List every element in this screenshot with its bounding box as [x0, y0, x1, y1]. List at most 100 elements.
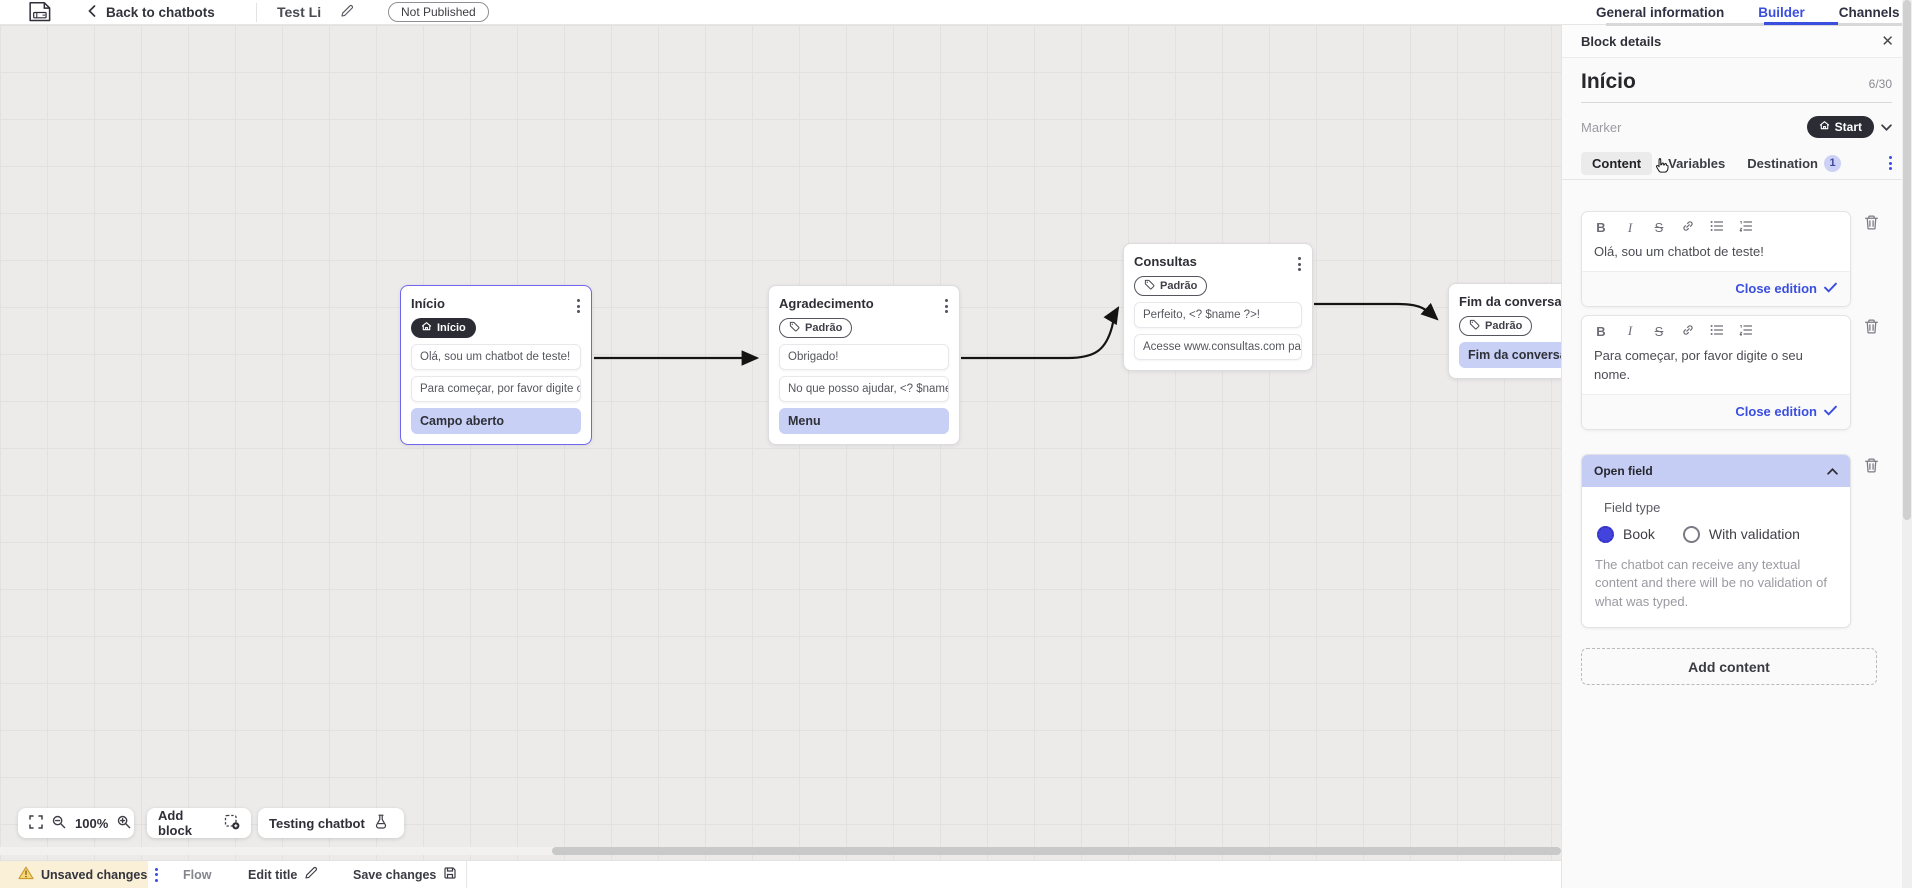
node-menu-icon[interactable] — [1298, 257, 1301, 271]
add-block-label: Add block — [158, 808, 192, 838]
zoom-out-icon[interactable] — [52, 815, 66, 832]
save-changes-button[interactable]: Save changes — [353, 861, 457, 888]
strikethrough-icon[interactable]: S — [1654, 220, 1664, 235]
scrollbar-thumb[interactable] — [552, 847, 1561, 855]
bullet-list-icon[interactable] — [1710, 220, 1724, 235]
flask-icon — [374, 814, 388, 832]
radio-selected-icon[interactable] — [1597, 525, 1614, 543]
flow-canvas[interactable]: Início Início Olá, sou um chatbot de tes… — [0, 25, 1561, 860]
tab-general-information[interactable]: General information — [1596, 5, 1725, 20]
add-content-button[interactable]: Add content — [1581, 648, 1877, 686]
link-icon[interactable] — [1681, 323, 1695, 340]
editor-text[interactable]: Para começar, por favor digite o seu nom… — [1582, 343, 1850, 395]
canvas-horizontal-scrollbar[interactable] — [0, 847, 1561, 855]
italic-icon[interactable]: I — [1627, 323, 1633, 338]
field-type-options: Book With validation — [1597, 525, 1837, 543]
trash-icon[interactable] — [1863, 214, 1880, 236]
scrollbar-thumb[interactable] — [1903, 0, 1911, 520]
flow-node-agradecimento[interactable]: Agradecimento Padrão Obrigado! No que po… — [768, 285, 960, 445]
statusbar-menu-icon[interactable] — [155, 861, 158, 888]
window-vertical-scrollbar[interactable] — [1902, 0, 1912, 888]
open-field-header[interactable]: Open field — [1582, 454, 1850, 487]
node-menu-icon[interactable] — [945, 299, 948, 313]
block-name-input[interactable] — [1581, 70, 1801, 94]
radio-option-book[interactable]: Book — [1597, 525, 1655, 543]
editor-footer: Close edition — [1582, 271, 1850, 306]
tab-destination[interactable]: Destination 1 — [1741, 151, 1847, 176]
tab-content[interactable]: Content — [1581, 151, 1653, 175]
flow-node-inicio[interactable]: Início Início Olá, sou um chatbot de tes… — [400, 285, 592, 445]
flow-connectors — [594, 302, 1439, 366]
italic-icon[interactable]: I — [1627, 219, 1633, 235]
trash-icon[interactable] — [1863, 318, 1880, 340]
bold-icon[interactable]: B — [1596, 323, 1606, 339]
add-block-button[interactable]: Add block — [147, 808, 251, 838]
badge-label: Início — [437, 322, 466, 334]
node-title: Consultas — [1134, 254, 1197, 269]
editor-text[interactable]: Olá, sou um chatbot de teste! — [1582, 239, 1850, 272]
fullscreen-icon[interactable] — [29, 814, 43, 832]
block-details-panel: Block details ✕ 6/30 Marker Start Con — [1561, 25, 1912, 888]
content-editor-row: B I S Olá, sou um chatbot de teste! Clos… — [1581, 211, 1892, 307]
home-icon — [421, 321, 432, 335]
testing-chatbot-button[interactable]: Testing chatbot — [258, 808, 404, 838]
back-to-chatbots-button[interactable]: Back to chatbots — [88, 0, 215, 25]
chevron-down-icon[interactable] — [1881, 118, 1892, 136]
save-changes-label: Save changes — [353, 867, 437, 882]
header-divider — [256, 3, 257, 22]
node-content-item-selected[interactable]: Fim da conversa — [1459, 342, 1561, 368]
bold-icon[interactable]: B — [1596, 220, 1606, 235]
radio-unselected-icon[interactable] — [1682, 525, 1700, 543]
badge-label: Padrão — [805, 322, 843, 334]
destination-count-badge: 1 — [1824, 154, 1842, 172]
tab-builder[interactable]: Builder — [1758, 5, 1805, 20]
link-icon[interactable] — [1681, 219, 1695, 236]
flow-label[interactable]: Flow — [183, 867, 212, 882]
tab-variables[interactable]: Variables — [1668, 155, 1726, 171]
statusbar-divider — [466, 861, 467, 888]
numbered-list-icon[interactable] — [1739, 324, 1753, 339]
node-content-item[interactable]: No que posso ajudar, <? $name ... — [779, 376, 949, 402]
edge-agradecimento-consultas — [961, 306, 1120, 360]
bullet-list-icon[interactable] — [1710, 324, 1724, 339]
save-icon — [443, 866, 457, 883]
node-content-item[interactable]: Perfeito, <? $name ?>! — [1134, 302, 1302, 328]
edit-title-label: Edit title — [248, 867, 298, 882]
flow-node-fim-da-conversa[interactable]: Fim da conversa Padrão Fim da conversa — [1448, 283, 1561, 379]
node-menu-icon[interactable] — [577, 299, 580, 313]
tab-channels[interactable]: Channels — [1838, 5, 1900, 20]
edit-title-button[interactable]: Edit title — [248, 861, 318, 888]
radio-option-with-validation[interactable]: With validation — [1682, 525, 1800, 543]
close-edition-button[interactable]: Close edition — [1735, 404, 1817, 419]
marker-start-pill[interactable]: Start — [1806, 116, 1874, 138]
text-editor[interactable]: B I S Para começar, por favor digite o s… — [1581, 314, 1851, 430]
close-edition-button[interactable]: Close edition — [1735, 281, 1817, 296]
strikethrough-icon[interactable]: S — [1654, 323, 1664, 339]
panel-tabs-menu-icon[interactable] — [1889, 156, 1892, 170]
default-marker-badge: Padrão — [1134, 276, 1208, 296]
back-label: Back to chatbots — [106, 5, 215, 20]
open-field-description: The chatbot can receive any textual cont… — [1595, 556, 1827, 610]
numbered-list-icon[interactable] — [1739, 220, 1753, 235]
field-type-label: Field type — [1604, 499, 1661, 515]
node-content-item-selected[interactable]: Campo aberto — [411, 408, 581, 434]
edit-title-pencil-icon[interactable] — [340, 4, 354, 23]
tab-destination-label: Destination — [1747, 155, 1819, 171]
node-content-item[interactable]: Acesse www.consultas.com par... — [1134, 334, 1302, 360]
trash-icon[interactable] — [1863, 457, 1880, 479]
flow-node-consultas[interactable]: Consultas Padrão Perfeito, <? $name ?>! … — [1123, 243, 1313, 371]
node-content-item[interactable]: Olá, sou um chatbot de teste! — [411, 344, 581, 370]
node-content-item[interactable]: Para começar, por favor digite o ... — [411, 376, 581, 402]
text-editor[interactable]: B I S Olá, sou um chatbot de teste! Clos… — [1581, 211, 1851, 307]
editor-footer: Close edition — [1582, 394, 1850, 429]
editor-toolbar: B I S — [1582, 316, 1850, 343]
pencil-icon — [304, 866, 318, 883]
node-content-item-selected[interactable]: Menu — [779, 408, 949, 434]
panel-header: Block details ✕ — [1562, 25, 1912, 58]
node-content-item[interactable]: Obrigado! — [779, 344, 949, 370]
close-icon[interactable]: ✕ — [1881, 32, 1894, 50]
chevron-up-icon[interactable] — [1827, 462, 1838, 480]
zoom-in-icon[interactable] — [117, 815, 131, 832]
open-field-row: Open field Field type Book Wi — [1581, 453, 1892, 629]
